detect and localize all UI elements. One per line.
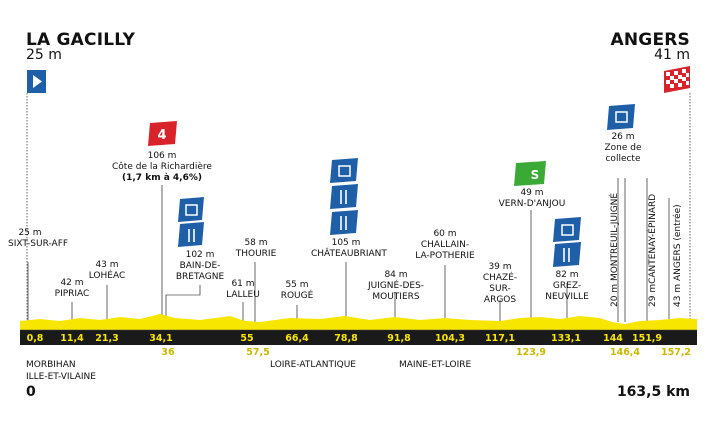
- km-tick: 157,2: [661, 347, 691, 358]
- finish-city: ANGERS: [610, 30, 690, 50]
- km-tick: 36: [161, 347, 175, 358]
- km-tick: 21,3: [95, 333, 118, 344]
- km-tick: 66,4: [285, 333, 309, 344]
- dept-ille-et-vilaine: ILLE-ET-VILAINE: [26, 372, 96, 382]
- dept-morbihan: MORBIHAN: [26, 360, 76, 370]
- waypoint-leader-lines: [27, 178, 670, 322]
- km-tick: 34,1: [149, 333, 172, 344]
- km-tick: 104,3: [435, 333, 465, 344]
- km-tick: 117,1: [485, 333, 515, 344]
- km-tick: 55: [240, 333, 253, 344]
- km-band: [20, 330, 697, 345]
- km-tick: 151,9: [632, 333, 662, 344]
- waypoint-angers-entree: 43 m ANGERS (entrée): [673, 204, 683, 307]
- svg-text:S: S: [531, 168, 540, 182]
- km-tick: 78,8: [334, 333, 358, 344]
- dept-loire-atlantique: LOIRE-ATLANTIQUE: [270, 360, 356, 370]
- km-tick: 11,4: [60, 333, 84, 344]
- start-km: 0: [26, 384, 36, 400]
- svg-text:4: 4: [157, 128, 166, 143]
- waypoint-montreuil: 20 m MONTREUIL-JUIGNÉ: [610, 192, 620, 307]
- km-tick: 91,8: [387, 333, 411, 344]
- sprint-icon: S: [514, 161, 546, 186]
- start-city: LA GACILLY: [26, 30, 136, 50]
- km-ticks-top: 0,8 11,4 21,3 34,1 55 66,4 78,8 91,8 104…: [27, 333, 662, 344]
- total-distance: 163,5 km: [616, 384, 690, 400]
- dept-maine-et-loire: MAINE-ET-LOIRE: [399, 360, 472, 370]
- km-ticks-bottom: 36 57,5 123,9 146,4 157,2: [161, 347, 691, 358]
- km-tick: 133,1: [551, 333, 581, 344]
- elevation-profile: [20, 314, 697, 330]
- start-flag-icon: [27, 70, 46, 93]
- km-tick: 146,4: [610, 347, 640, 358]
- start-altitude: 25 m: [26, 47, 62, 63]
- collection-zone-icon: [607, 104, 635, 130]
- waypoint-cantenay: 29 mCANTENAY-ÉPINARD: [648, 193, 658, 307]
- grez-feed-icons: [553, 217, 581, 267]
- km-tick: 0,8: [27, 333, 44, 344]
- km-tick: 144: [603, 333, 623, 344]
- finish-flag-icon: [664, 66, 690, 93]
- km-tick: 123,9: [516, 347, 546, 358]
- feed-zone-icon: [178, 197, 204, 247]
- finish-altitude: 41 m: [654, 47, 690, 63]
- km-tick: 57,5: [246, 347, 269, 358]
- chateaubriant-feed-icons: [330, 158, 358, 235]
- climb-category-icon: 4: [148, 121, 177, 146]
